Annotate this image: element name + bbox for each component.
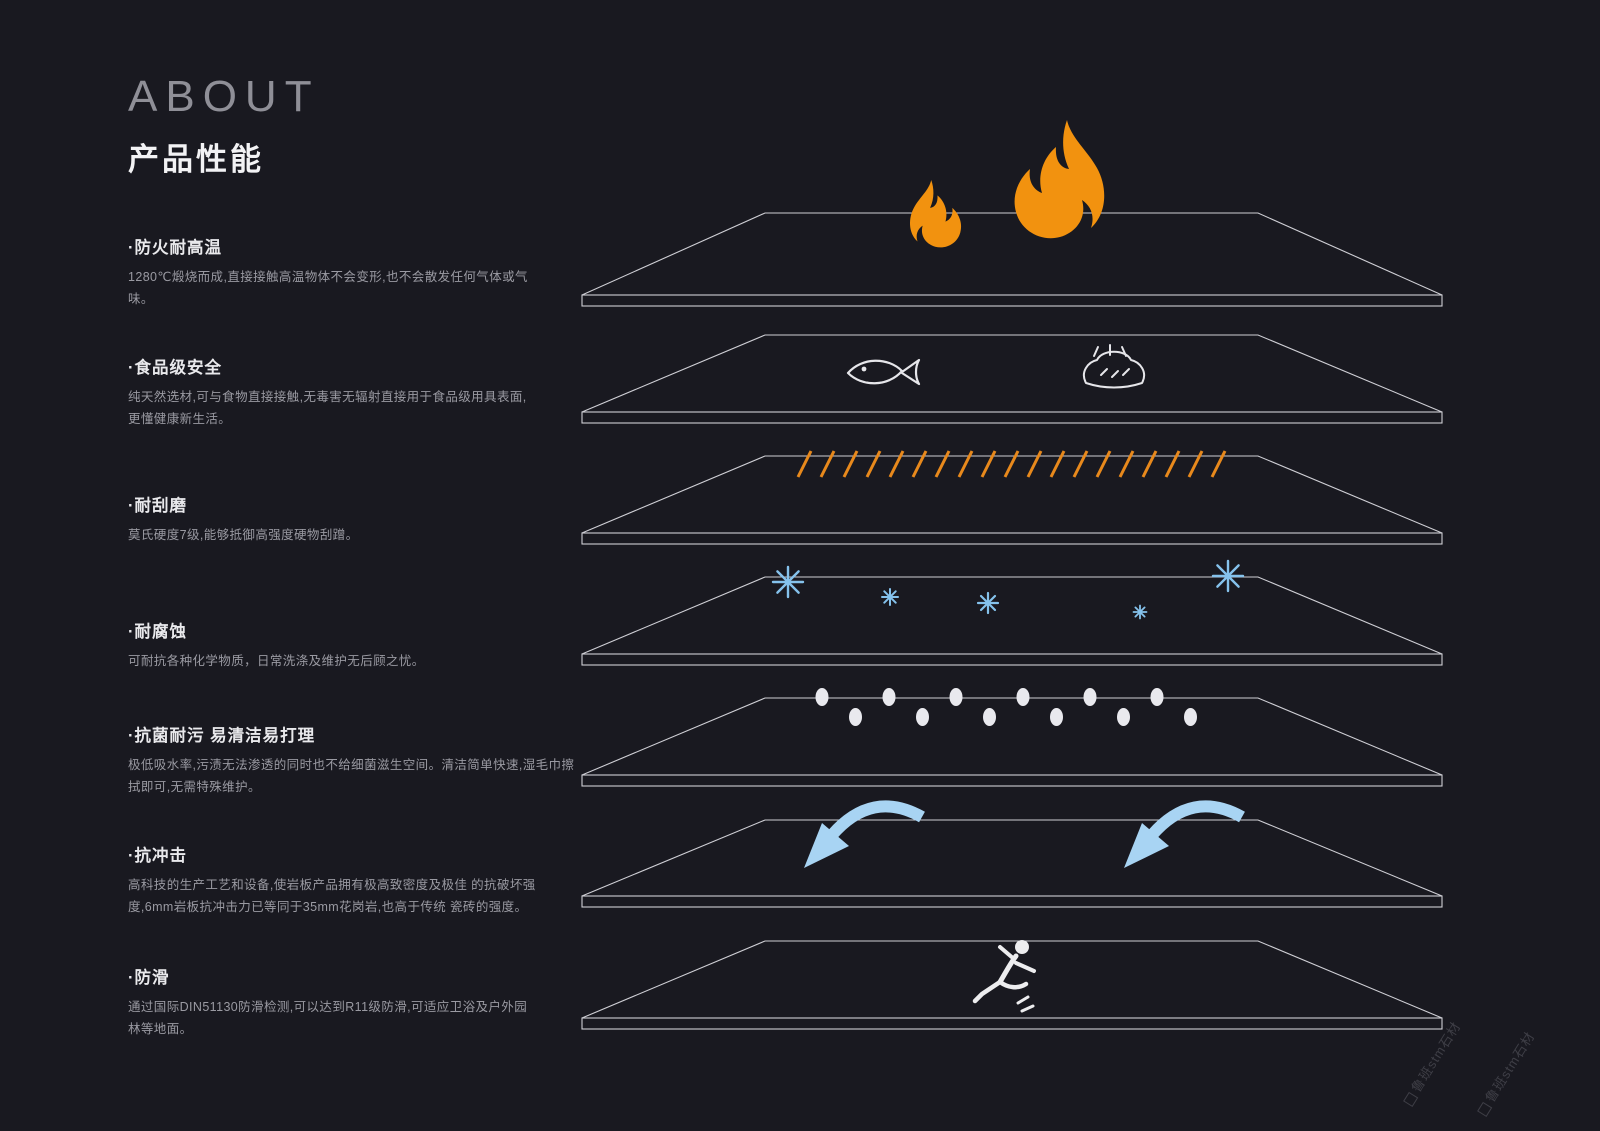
scratch-marks-icon	[796, 450, 1227, 478]
feature-desc: 纯天然选材,可与食物直接接触,无毒害无辐射直接用于食品级用具表面,更懂健康新生活…	[128, 390, 527, 426]
feature-item-antislip: ·防滑 通过国际DIN51130防滑检测,可以达到R11级防滑,可适应卫浴及户外…	[128, 964, 530, 1041]
bread-icon	[1082, 344, 1146, 389]
watermark-text: 鲁班stm石材	[1482, 1029, 1538, 1105]
page-title-en: ABOUT	[128, 72, 320, 121]
feature-title: ·抗菌耐污 易清洁易打理	[128, 727, 316, 745]
bounce-arrow-icon	[804, 800, 925, 868]
feature-title: ·抗冲击	[128, 847, 187, 865]
slab-corrosion-layer	[581, 576, 1443, 666]
feature-item-scratch: ·耐刮磨 莫氏硬度7级,能够抵御高强度硬物刮蹭。	[128, 492, 359, 547]
slipping-person-icon	[972, 940, 1036, 1013]
feature-title: ·耐腐蚀	[128, 623, 187, 641]
feature-title: ·防火耐高温	[128, 239, 222, 257]
fish-icon	[846, 358, 921, 386]
snowflake-icon	[771, 565, 805, 599]
slab-antibacterial-layer	[581, 697, 1443, 787]
slab-food-layer	[581, 334, 1443, 424]
bounce-arrows-icon	[804, 800, 1245, 868]
feature-title: ·食品级安全	[128, 359, 222, 377]
feature-desc: 极低吸水率,污渍无法渗透的同时也不给细菌滋生空间。清洁简单快速,湿毛巾擦拭即可,…	[128, 758, 575, 794]
slab-scratch-layer	[581, 455, 1443, 545]
feature-item-food-safe: ·食品级安全 纯天然选材,可与食物直接接触,无毒害无辐射直接用于食品级用具表面,…	[128, 354, 530, 431]
snowflake-icon	[1132, 604, 1148, 620]
feature-item-corrosion: ·耐腐蚀 可耐抗各种化学物质，日常洗涤及维护无后顾之忧。	[128, 618, 425, 673]
feature-item-fire: ·防火耐高温 1280℃煅烧而成,直接接触高温物体不会变形,也不会散发任何气体或…	[128, 234, 530, 311]
snowflake-icon	[976, 591, 1000, 615]
feature-item-antibacterial: ·抗菌耐污 易清洁易打理 极低吸水率,污渍无法渗透的同时也不给细菌滋生空间。清洁…	[128, 722, 580, 799]
feature-desc: 高科技的生产工艺和设备,使岩板产品拥有极高致密度及极佳 的抗破坏强度,6mm岩板…	[128, 878, 536, 914]
watermark-logo-icon	[1403, 1091, 1419, 1108]
watermark: 鲁班stm石材	[1472, 1027, 1538, 1118]
slab-antislip-layer	[581, 940, 1443, 1030]
snowflake-icon	[1211, 559, 1245, 593]
feature-desc: 可耐抗各种化学物质，日常洗涤及维护无后顾之忧。	[128, 654, 425, 668]
flame-icon	[910, 120, 1105, 248]
page-title-zh: 产品性能	[128, 142, 264, 177]
droplet-dots-icon	[815, 688, 1197, 726]
feature-desc: 通过国际DIN51130防滑检测,可以达到R11级防滑,可适应卫浴及户外园林等地…	[128, 1000, 528, 1036]
snowflake-icon	[881, 588, 899, 606]
feature-title: ·耐刮磨	[128, 497, 187, 515]
slab-impact-layer	[581, 819, 1443, 908]
layer-diagram	[581, 120, 1443, 1030]
feature-desc: 莫氏硬度7级,能够抵御高强度硬物刮蹭。	[128, 528, 359, 542]
feature-item-impact: ·抗冲击 高科技的生产工艺和设备,使岩板产品拥有极高致密度及极佳 的抗破坏强度,…	[128, 842, 580, 919]
slab-fire-layer	[581, 212, 1443, 307]
feature-title: ·防滑	[128, 969, 170, 987]
watermark-logo-icon	[1477, 1101, 1493, 1118]
feature-desc: 1280℃煅烧而成,直接接触高温物体不会变形,也不会散发任何气体或气味。	[128, 270, 528, 306]
bounce-arrow-icon	[1124, 800, 1245, 868]
snowflake-icons	[771, 559, 1245, 620]
